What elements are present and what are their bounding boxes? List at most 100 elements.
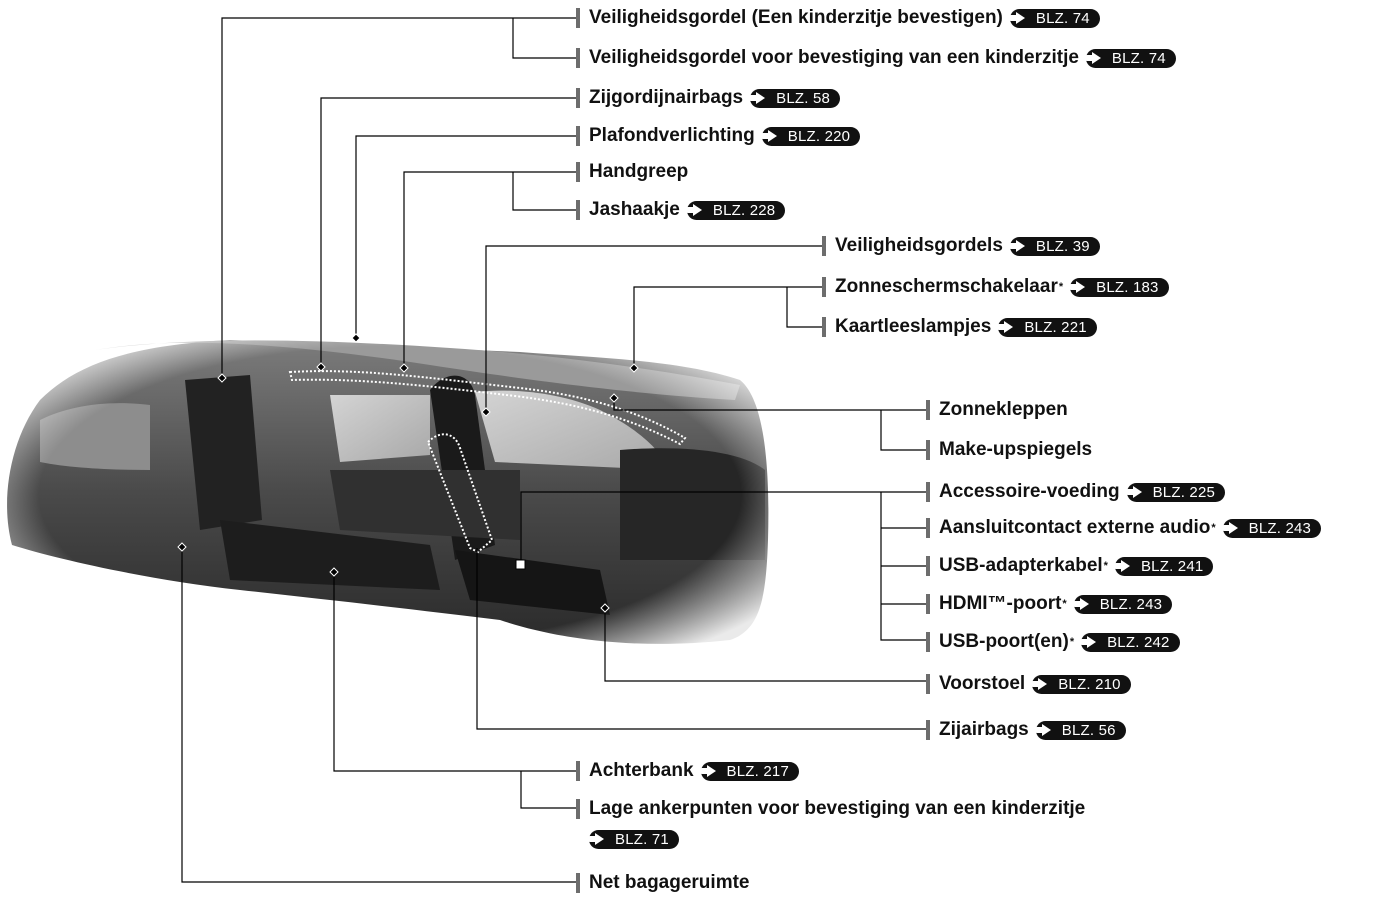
- footnote-marker: *: [1058, 281, 1064, 293]
- page-ref: BLZ. 243: [1248, 519, 1312, 537]
- callout-marker: [576, 799, 580, 819]
- callout-label: Voorstoel: [939, 673, 1026, 694]
- callout-marker: [576, 88, 580, 108]
- page-ref-badge[interactable]: BLZ. 71: [587, 829, 679, 849]
- callout-label: Net bagageruimte: [589, 872, 750, 893]
- footnote-marker: *: [1062, 598, 1067, 610]
- callout-label: Zijgordijnairbags: [589, 87, 744, 108]
- callout-label: Veiligheidsgordel (Een kinderzitje beves…: [589, 7, 1003, 28]
- page-ref-badge[interactable]: BLZ. 58: [748, 88, 841, 108]
- callout-label: Lage ankerpunten voor bevestiging van ee…: [589, 798, 1086, 819]
- page-ref-badge[interactable]: BLZ. 243: [1071, 594, 1173, 614]
- callout-marker: [822, 277, 826, 297]
- page-ref: BLZ. 225: [1152, 483, 1216, 501]
- callout-c09: Kaartleeslampjes BLZ. 221: [822, 315, 1097, 339]
- callout-c12: Accessoire-voeding BLZ. 225: [926, 480, 1226, 504]
- page-ref: BLZ. 58: [776, 89, 831, 107]
- callout-c20: Lage ankerpunten voor bevestiging van ee…: [576, 797, 1085, 821]
- page-ref: BLZ. 210: [1058, 675, 1121, 693]
- callout-c11: Make-upspiegels: [926, 438, 1092, 462]
- callout-marker: [576, 162, 580, 182]
- arrow-right-icon: [759, 130, 777, 142]
- page-ref: BLZ. 74: [1111, 49, 1166, 67]
- page-ref-badge[interactable]: BLZ. 210: [1030, 674, 1131, 694]
- callout-label: USB-poort(en): [939, 631, 1069, 652]
- callout-label: Handgreep: [589, 161, 689, 182]
- callout-label: Veiligheidsgordel voor bevestiging van e…: [589, 47, 1079, 68]
- page-ref: BLZ. 243: [1099, 595, 1163, 613]
- callout-c14: USB-adapterkabel* BLZ. 241: [926, 554, 1214, 578]
- page-ref-badge[interactable]: BLZ. 221: [996, 317, 1097, 337]
- callout-c02: Veiligheidsgordel voor bevestiging van e…: [576, 46, 1176, 70]
- arrow-right-icon: [1124, 486, 1142, 498]
- callout-c15: HDMI™-poort* BLZ. 243: [926, 592, 1173, 616]
- arrow-right-icon: [1112, 560, 1130, 572]
- callout-label: Zijairbags: [939, 719, 1029, 740]
- page-ref-badge[interactable]: BLZ. 228: [684, 200, 786, 220]
- callout-marker: [576, 126, 580, 146]
- page-ref-badge[interactable]: BLZ. 217: [698, 761, 800, 781]
- callout-marker: [576, 8, 580, 28]
- arrow-right-icon: [748, 92, 766, 104]
- callout-marker: [926, 674, 930, 694]
- callout-label: Zonneschermschakelaar: [835, 276, 1058, 297]
- callout-label: Accessoire-voeding: [939, 481, 1120, 502]
- page-ref-badge[interactable]: BLZ. 242: [1079, 632, 1180, 652]
- arrow-right-icon: [1079, 636, 1097, 648]
- callout-marker: [822, 236, 826, 256]
- page-ref: BLZ. 71: [615, 830, 669, 848]
- callout-marker: [576, 48, 580, 68]
- callout-marker: [576, 873, 580, 893]
- arrow-right-icon: [587, 833, 604, 845]
- callout-marker: [926, 556, 930, 576]
- callout-label: Kaartleeslampjes: [835, 316, 992, 337]
- page-ref-badge[interactable]: BLZ. 183: [1068, 277, 1169, 297]
- callout-label: Achterbank: [589, 760, 694, 781]
- page-ref-badge[interactable]: BLZ. 241: [1112, 556, 1214, 576]
- page-ref: BLZ. 228: [712, 201, 776, 219]
- footnote-marker: *: [1103, 560, 1108, 572]
- page-ref: BLZ. 39: [1035, 237, 1090, 255]
- page-ref-badge[interactable]: BLZ. 220: [759, 126, 861, 146]
- arrow-right-icon: [1007, 240, 1025, 252]
- callout-label: Aansluitcontact externe audio: [939, 517, 1211, 538]
- page-ref-badge[interactable]: BLZ. 74: [1007, 8, 1100, 28]
- callout-c01: Veiligheidsgordel (Een kinderzitje beves…: [576, 6, 1100, 30]
- page-ref-badge[interactable]: BLZ. 243: [1220, 518, 1322, 538]
- callout-marker: [926, 440, 930, 460]
- arrow-right-icon: [1030, 678, 1048, 690]
- arrow-right-icon: [1068, 281, 1086, 293]
- arrow-right-icon: [1220, 522, 1238, 534]
- callout-label: HDMI™-poort: [939, 593, 1062, 614]
- page-ref: BLZ. 221: [1024, 318, 1087, 336]
- callout-marker: [926, 400, 930, 420]
- page-ref-badge[interactable]: BLZ. 225: [1124, 482, 1226, 502]
- callout-c13: Aansluitcontact externe audio* BLZ. 243: [926, 516, 1322, 540]
- callout-c17: Voorstoel BLZ. 210: [926, 672, 1131, 696]
- page-ref-badge[interactable]: BLZ. 39: [1007, 236, 1100, 256]
- callout-label: USB-adapterkabel: [939, 555, 1103, 576]
- footnote-marker: *: [1211, 522, 1216, 534]
- callout-marker: [926, 518, 930, 538]
- callout-c03: Zijgordijnairbags BLZ. 58: [576, 86, 841, 110]
- callout-c08: Zonneschermschakelaar* BLZ. 183: [822, 275, 1169, 299]
- page-ref: BLZ. 183: [1096, 278, 1159, 296]
- callout-marker: [926, 720, 930, 740]
- page-ref-badge[interactable]: BLZ. 74: [1083, 48, 1176, 68]
- callout-c16: USB-poort(en)*BLZ. 242: [926, 630, 1180, 654]
- anchor-dots: [177, 333, 639, 613]
- page-ref: BLZ. 242: [1107, 633, 1170, 651]
- callout-c05: Handgreep: [576, 160, 688, 184]
- arrow-right-icon: [1071, 598, 1089, 610]
- arrow-right-icon: [996, 321, 1014, 333]
- arrow-right-icon: [684, 204, 702, 216]
- page-ref-badge[interactable]: BLZ. 56: [1033, 720, 1126, 740]
- arrow-right-icon: [1033, 724, 1051, 736]
